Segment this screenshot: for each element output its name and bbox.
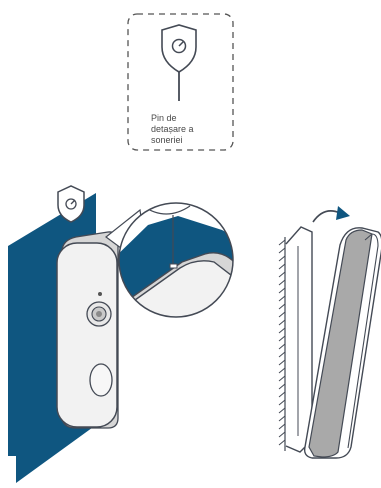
rotate-arrow-icon bbox=[312, 206, 350, 223]
doorbell-device bbox=[56, 231, 119, 429]
pin-callout-box bbox=[127, 13, 234, 151]
shield-pin-icon bbox=[161, 24, 197, 101]
mount-bracket-side bbox=[285, 226, 313, 453]
wall-hatch bbox=[278, 237, 286, 451]
zoom-detail-circle bbox=[118, 202, 234, 318]
shield-badge-icon bbox=[57, 185, 85, 223]
pin-label: Pin de detașare a soneriei bbox=[151, 113, 194, 144]
pin-label-clip: Pin de detașare a soneriei bbox=[151, 113, 231, 144]
doorbell-side-view bbox=[303, 227, 381, 459]
